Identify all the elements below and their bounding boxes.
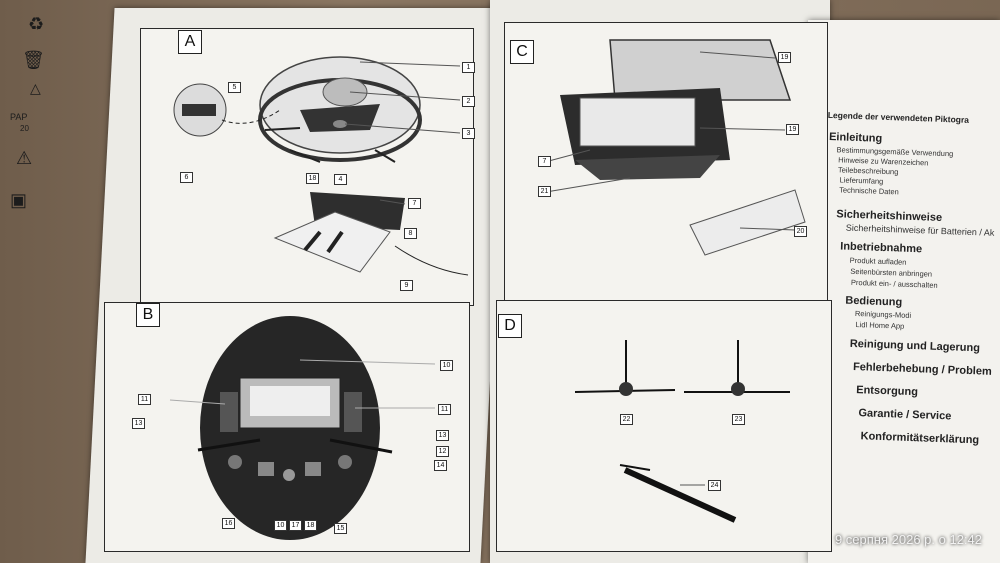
pap-number: 20 <box>20 124 29 133</box>
callout-a-3: 3 <box>462 128 475 139</box>
toc-item: Reinigungs-Modi <box>854 308 912 320</box>
callout-b-10: 10 <box>440 360 453 371</box>
callout-a-6: 6 <box>180 172 193 183</box>
callout-b-14: 14 <box>434 460 447 471</box>
callout-a-8: 8 <box>404 228 417 239</box>
toc-item: Lieferumfang <box>839 175 884 186</box>
callout-b-18: 18 <box>304 520 317 531</box>
recycle-triangle-icon: △ <box>30 80 41 96</box>
callout-b-11-right: 11 <box>438 404 451 415</box>
callout-a-9: 9 <box>400 280 413 291</box>
callout-d-24: 24 <box>708 480 721 491</box>
toc-heading-einleitung: Einleitung <box>828 130 883 145</box>
panel-d <box>496 300 832 552</box>
box-icon: ▣ <box>10 190 28 210</box>
callout-d-23: 23 <box>732 414 745 425</box>
callout-a-4: 4 <box>334 174 347 185</box>
callout-c-20: 20 <box>794 226 807 237</box>
toc-page <box>808 20 1000 563</box>
callout-b-10-bottom: 10 <box>274 520 287 531</box>
toc-heading-entsorgung: Entsorgung <box>856 384 919 399</box>
glass-icon: ⚠ <box>16 148 33 168</box>
callout-c-7: 7 <box>538 156 551 167</box>
callout-c-19: 19 <box>786 124 799 135</box>
panel-a-label: A <box>178 30 202 54</box>
callout-b-15: 15 <box>334 523 347 534</box>
toc-item: Produkt aufladen <box>849 255 907 267</box>
callout-b-13-left: 13 <box>132 418 145 429</box>
panel-c-label: C <box>510 40 534 64</box>
recycle-icon: ♻ <box>28 14 45 34</box>
callout-d-22: 22 <box>620 414 633 425</box>
callout-a-7: 7 <box>408 198 421 209</box>
callout-a-2: 2 <box>462 96 475 107</box>
callout-a-18: 18 <box>306 173 319 184</box>
callout-c-top: 19 <box>778 52 791 63</box>
callout-a-1: 1 <box>462 62 475 73</box>
callout-b-17: 17 <box>289 520 302 531</box>
toc-heading-bedienung: Bedienung <box>845 294 903 309</box>
panel-b-label: B <box>136 303 160 327</box>
panel-d-label: D <box>498 314 522 338</box>
callout-b-16: 16 <box>222 518 235 529</box>
callout-b-12: 12 <box>436 446 449 457</box>
callout-b-11-left: 11 <box>138 394 151 405</box>
photo-timestamp: 9 серпня 2026 р. о 12:42 <box>834 532 982 547</box>
trash-bin-icon: 🗑 <box>22 50 45 70</box>
callout-c-21: 21 <box>538 186 551 197</box>
pap-mark: PAP <box>10 112 28 122</box>
callout-a-5: 5 <box>228 82 241 93</box>
callout-b-13-right: 13 <box>436 430 449 441</box>
toc-item: Lidl Home App <box>855 320 905 331</box>
